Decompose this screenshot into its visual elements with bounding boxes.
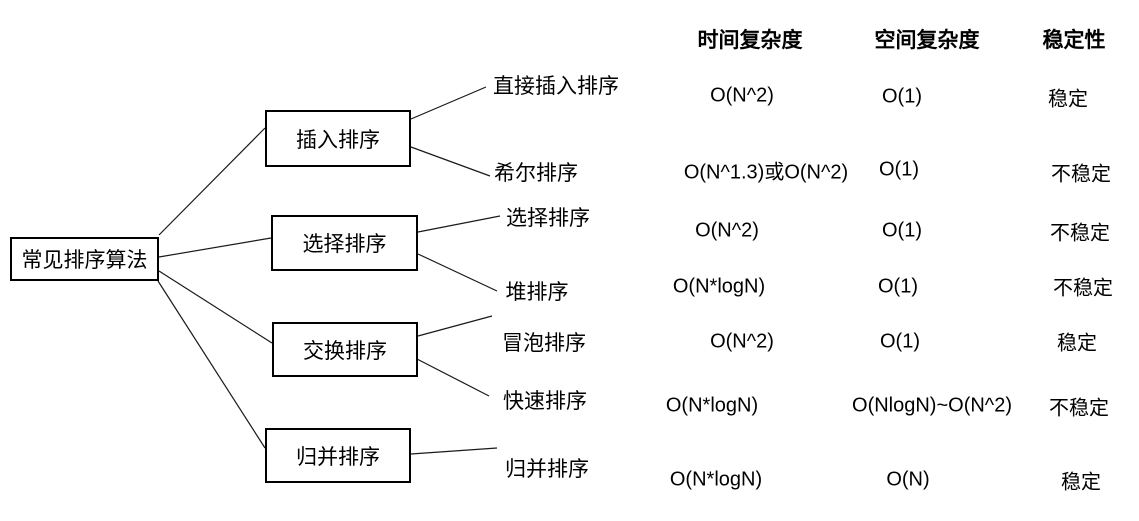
algorithm-label-shell-sort: 希尔排序: [494, 162, 578, 185]
space-complexity-cell: O(1): [879, 158, 919, 181]
category-box-selection-sort: 选择排序: [271, 215, 418, 271]
time-complexity-cell: O(N^1.3)或O(N^2): [683, 161, 849, 184]
space-complexity-cell: O(1): [882, 85, 922, 108]
algorithm-label-selection-sort: 选择排序: [506, 207, 590, 230]
stability-cell: 稳定: [1061, 471, 1101, 494]
algorithm-label-bubble-sort: 冒泡排序: [502, 332, 586, 355]
connector-merge-to-merge: [410, 447, 498, 455]
connector-root-to-exchange: [158, 270, 273, 344]
connector-insertion-to-shell: [410, 146, 491, 177]
algorithm-label-heap-sort: 堆排序: [505, 281, 569, 304]
time-complexity-cell: O(N^2): [710, 84, 774, 107]
column-header-space-complexity: 空间复杂度: [874, 29, 980, 52]
algorithm-label-direct-insertion-sort: 直接插入排序: [493, 75, 619, 98]
connector-root-to-selection: [158, 237, 272, 258]
connector-exchange-to-quick: [416, 358, 490, 397]
space-complexity-cell: O(N): [886, 468, 930, 491]
time-complexity-cell: O(N*logN): [669, 468, 763, 491]
space-complexity-cell: O(NlogN)~O(N^2): [852, 394, 1012, 417]
time-complexity-cell: O(N^2): [695, 219, 759, 242]
algorithm-label-merge-sort: 归并排序: [505, 458, 589, 481]
column-header-stability: 稳定性: [1042, 29, 1106, 52]
stability-cell: 不稳定: [1049, 397, 1109, 420]
stability-cell: 稳定: [1057, 332, 1097, 355]
space-complexity-cell: O(1): [882, 219, 922, 242]
stability-cell: 稳定: [1048, 88, 1088, 111]
connector-root-to-merge: [157, 280, 266, 449]
stability-cell: 不稳定: [1051, 163, 1111, 186]
space-complexity-cell: O(1): [880, 330, 920, 353]
connector-insertion-to-direct: [410, 86, 487, 120]
connector-selection-to-selection: [417, 215, 501, 233]
connector-root-to-insertion: [158, 127, 266, 236]
stability-cell: 不稳定: [1053, 277, 1113, 300]
root-node-common-sorting-algorithms: 常见排序算法: [10, 237, 159, 281]
connector-selection-to-heap: [417, 253, 498, 292]
stability-cell: 不稳定: [1050, 222, 1110, 245]
connector-exchange-to-bubble: [417, 315, 493, 337]
category-box-insertion-sort: 插入排序: [265, 110, 411, 167]
time-complexity-cell: O(N*logN): [665, 394, 759, 417]
category-box-exchange-sort: 交换排序: [272, 322, 418, 377]
column-header-time-complexity: 时间复杂度: [697, 29, 803, 52]
time-complexity-cell: O(N*logN): [672, 275, 766, 298]
space-complexity-cell: O(1): [878, 275, 918, 298]
category-box-merge-sort: 归并排序: [265, 428, 411, 483]
time-complexity-cell: O(N^2): [710, 330, 774, 353]
algorithm-label-quick-sort: 快速排序: [503, 390, 587, 413]
